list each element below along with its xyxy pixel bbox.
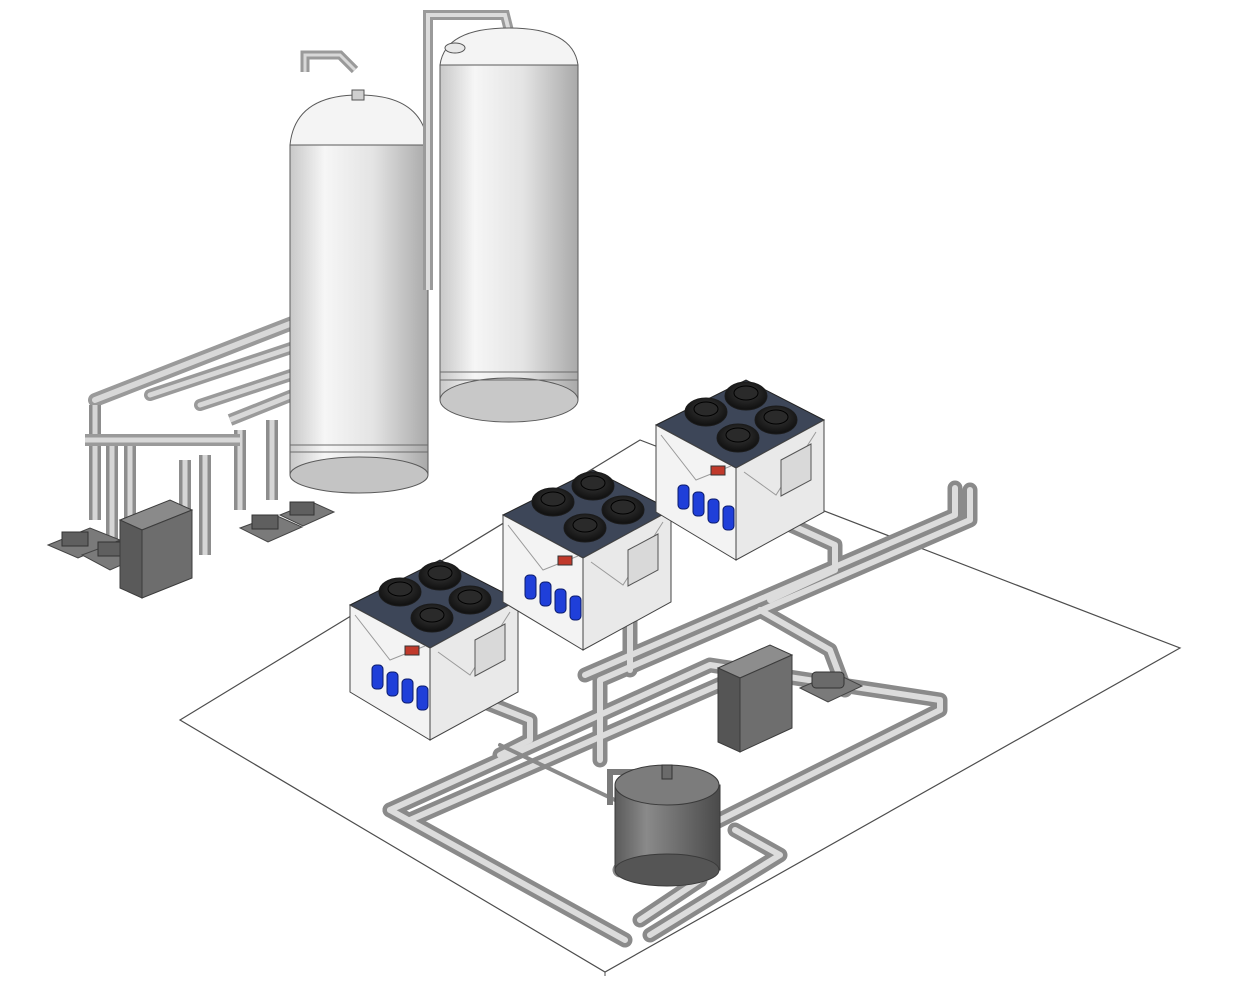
chiller-unit-3 [654,379,826,561]
chiller-unit-2 [501,469,673,651]
buffer-tank [607,764,721,887]
compressor [722,505,735,531]
right-pump [798,671,864,703]
chiller-group [348,379,826,741]
brand-badge [404,645,420,656]
electrical-panel [780,443,812,497]
compressor [416,685,429,711]
left-manifold-piping [85,313,307,555]
compressor [554,588,567,614]
control-cabinet-right [716,644,794,753]
compressor [386,671,399,697]
compressor [524,574,537,600]
chiller-unit-1 [348,559,520,741]
compressor [401,678,414,704]
storage-tank-right [423,10,579,423]
compressor [707,498,720,524]
storage-tank-left [289,50,429,494]
brand-badge [710,465,726,476]
main-piping-network [382,480,978,948]
electrical-panel [627,533,659,587]
electrical-panel [474,623,506,677]
brand-badge [557,555,573,566]
compressor [539,581,552,607]
compressor [692,491,705,517]
compressor [371,664,384,690]
compressor [569,595,582,621]
control-cabinet-left [118,499,194,599]
compressor [677,484,690,510]
